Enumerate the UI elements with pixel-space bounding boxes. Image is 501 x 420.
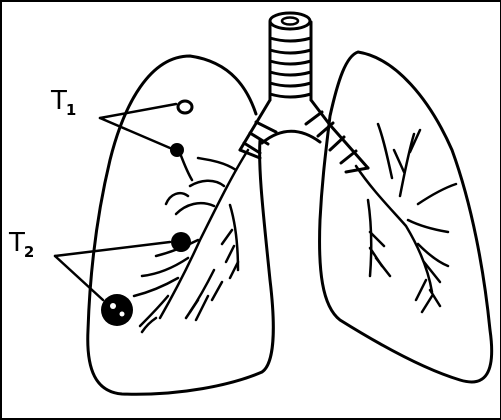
label-t1-subscript: 1 [66, 101, 75, 119]
right-lung-outline [88, 56, 274, 394]
label-t2-letter: T [9, 228, 24, 258]
tumour-t2-large [101, 294, 133, 326]
label-t1: T1 [51, 86, 75, 119]
tumour-t2-small [171, 232, 191, 252]
tumour-t1-upper [178, 101, 192, 113]
label-t2: T2 [9, 228, 33, 261]
left-lung-outline [320, 52, 492, 382]
leader-lines [55, 104, 176, 300]
label-t2-subscript: 2 [24, 243, 33, 261]
label-t1-letter: T [51, 86, 66, 116]
right-bronchial-tree [134, 148, 248, 332]
tumour-t1-lower [170, 143, 184, 157]
left-bronchial-tree [356, 124, 456, 312]
